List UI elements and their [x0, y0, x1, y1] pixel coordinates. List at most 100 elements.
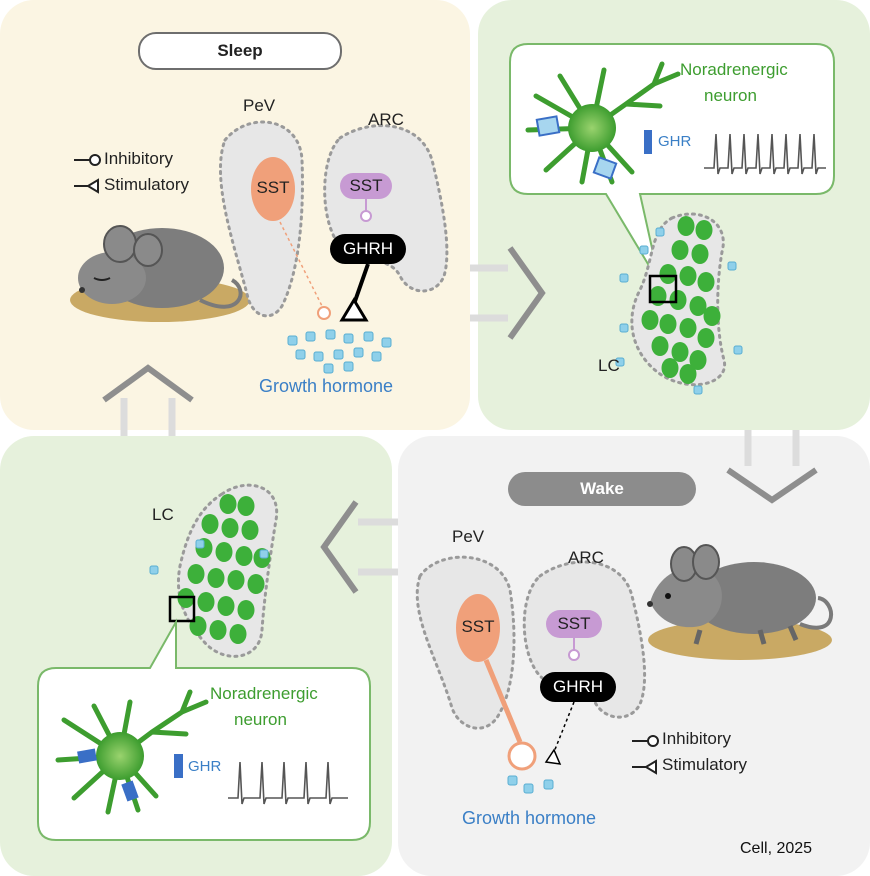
- sleep-state-label: Sleep: [138, 32, 342, 70]
- neuron-label-top-line1: Noradrenergic: [680, 60, 788, 79]
- legend-stimulatory-sleep: Stimulatory: [104, 175, 190, 194]
- growth-hormone-particle: [353, 347, 364, 358]
- sst-pev-label-sleep: SST: [256, 178, 290, 197]
- growth-hormone-particle: [323, 363, 334, 374]
- legend-stimulatory-wake: Stimulatory: [662, 755, 748, 774]
- growth-hormone-particle: [693, 385, 703, 395]
- chevron-down-icon: [726, 467, 818, 504]
- sst-cell-arc-wake: [546, 610, 602, 638]
- lc-label-top: LC: [598, 356, 620, 375]
- lc-neuron-cell: [235, 546, 253, 566]
- arrow-sleep-to-lc: [470, 264, 508, 322]
- lc-neuron-cell: [703, 306, 721, 326]
- arrow-lc-to-wake: [744, 430, 800, 466]
- growth-hormone-particle: [619, 273, 629, 283]
- lc-neuron-cell: [641, 310, 659, 330]
- awake-mouse-icon: [647, 544, 834, 660]
- sst-terminal-sleep: [317, 306, 331, 320]
- lc-neuron-cell: [651, 336, 669, 356]
- lc-neuron-cell: [689, 350, 707, 370]
- ghr-receptor-bottom-1: [77, 748, 97, 764]
- growth-hormone-particle: [523, 783, 534, 794]
- growth-hormone-particle: [313, 351, 324, 362]
- sst-pev-label-wake: SST: [461, 617, 495, 636]
- lc-neuron-cell: [677, 216, 695, 236]
- arc-region-sleep: [323, 124, 449, 293]
- growth-hormone-particle: [149, 565, 159, 575]
- lc-neuron-cell: [237, 600, 255, 620]
- growth-hormone-particle: [287, 335, 298, 346]
- ghr-label-top: GHR: [658, 133, 692, 150]
- ghr-receptor-top-2: [592, 156, 618, 180]
- lc-neuron-cell: [219, 494, 237, 514]
- sst-cell-arc-sleep: [340, 173, 392, 199]
- lc-neuron-cell: [187, 564, 205, 584]
- lc-neuron-cell: [247, 574, 265, 594]
- citation: Cell, 2025: [740, 840, 813, 857]
- lc-neuron-cell: [671, 240, 689, 260]
- growth-hormone-particle: [381, 337, 392, 348]
- growth-hormone-particle: [655, 227, 665, 237]
- chevron-right-icon: [507, 246, 546, 340]
- arrow-wake-to-lc: [358, 518, 398, 576]
- sleeping-mouse-icon: [70, 225, 250, 322]
- lc-neuron-cell: [689, 296, 707, 316]
- legend-symbols-sleep: [74, 154, 101, 194]
- growth-hormone-particle: [325, 329, 336, 340]
- lc-neuron-cell: [227, 570, 245, 590]
- firing-trace-bottom: [228, 761, 348, 805]
- pev-region-sleep: [218, 120, 304, 318]
- lc-neuron-cell: [659, 264, 677, 284]
- growth-hormone-particle: [615, 357, 625, 367]
- growth-hormone-label-sleep: Growth hormone: [259, 376, 394, 396]
- ghrh-stim-terminal-sleep: [339, 297, 369, 322]
- arc-label-sleep: ARC: [368, 110, 404, 129]
- lc-label-bottom: LC: [152, 505, 174, 524]
- lc-neuron-cell: [189, 616, 207, 636]
- ghrh-label-wake: GHRH: [552, 677, 604, 696]
- lc-neuron-cell: [691, 244, 709, 264]
- lc-neuron-cell: [671, 342, 689, 362]
- growth-hormone-particle: [333, 349, 344, 360]
- ghr-receptor-bottom-2: [121, 780, 139, 802]
- chevron-left-icon: [320, 500, 359, 594]
- pev-label-sleep: PeV: [243, 96, 276, 115]
- growth-hormone-particle: [733, 345, 743, 355]
- sst-terminal-wake: [507, 741, 537, 771]
- growth-hormone-particle: [507, 775, 518, 786]
- ghrh-cell-wake: [540, 672, 616, 702]
- lc-neuron-cell: [697, 328, 715, 348]
- growth-hormone-particle: [363, 331, 374, 342]
- lc-neurons-bottom: [177, 494, 271, 644]
- growth-hormone-particle: [727, 261, 737, 271]
- lc-neuron-cell: [697, 272, 715, 292]
- firing-trace-top: [704, 133, 826, 175]
- lc-neuron-cell: [659, 314, 677, 334]
- growth-hormone-particle: [639, 245, 649, 255]
- neuron-label-top-line2: neuron: [704, 86, 757, 105]
- growth-hormone-particle: [343, 361, 354, 372]
- lc-neuron-cell: [661, 358, 679, 378]
- growth-hormone-particle: [371, 351, 382, 362]
- noradrenergic-neuron-icon-top: [525, 61, 681, 185]
- lc-zoom-box-bottom: [168, 595, 196, 623]
- ghrh-cell-sleep: [330, 234, 406, 264]
- ghr-receptor-top-1: [535, 115, 561, 137]
- lc-neuron-cell: [221, 518, 239, 538]
- wake-state-label: Wake: [508, 472, 696, 506]
- arc-label-wake: ARC: [568, 548, 604, 567]
- arrow-lc-to-sleep: [120, 398, 176, 436]
- lc-neuron-cell: [695, 220, 713, 240]
- ghr-key-icon-top: [644, 130, 652, 154]
- ghr-label-bottom: GHR: [188, 758, 222, 775]
- sst-cell-pev-sleep: [251, 157, 295, 221]
- lc-neuron-cell: [209, 620, 227, 640]
- growth-hormone-particles-sleep: [287, 329, 392, 374]
- lc-neuron-cell: [679, 364, 697, 384]
- neuron-label-bottom-line2: neuron: [234, 710, 287, 729]
- growth-hormone-particle: [305, 331, 316, 342]
- lc-zoom-box-top: [648, 274, 678, 304]
- neuron-callout-top: [509, 43, 835, 285]
- lc-neuron-cell: [217, 596, 235, 616]
